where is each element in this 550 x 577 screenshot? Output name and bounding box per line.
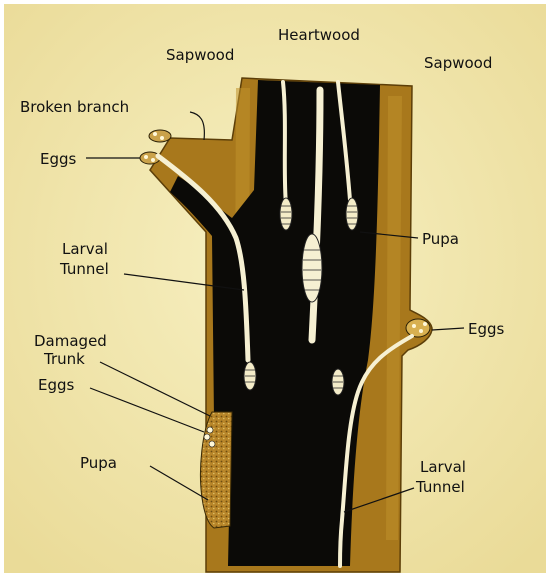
label-pupa-right: Pupa [422, 230, 459, 248]
label-broken-branch: Broken branch [20, 98, 129, 116]
label-pupa-left: Pupa [80, 454, 117, 472]
label-larval-tunnel-right-2: Tunnel [415, 478, 465, 496]
stub-eggs [406, 319, 430, 337]
pupa [244, 362, 256, 390]
label-eggs-right: Eggs [468, 320, 505, 338]
larva [302, 234, 322, 302]
label-larval-tunnel-left-1: Larval [62, 240, 108, 258]
label-larval-tunnel-left-2: Tunnel [59, 260, 109, 278]
label-sapwood-right: Sapwood [424, 54, 492, 72]
label-heartwood: Heartwood [278, 26, 360, 44]
label-larval-tunnel-right-1: Larval [420, 458, 466, 476]
pupa [346, 198, 358, 230]
label-sapwood-left: Sapwood [166, 46, 234, 64]
pupa [332, 369, 344, 395]
label-eggs-left: Eggs [38, 376, 75, 394]
label-damaged-trunk-2: Trunk [43, 350, 85, 368]
pupa [280, 198, 292, 230]
label-eggs-branch: Eggs [40, 150, 77, 168]
label-damaged-trunk-1: Damaged [34, 332, 107, 350]
damaged-trunk-patch [200, 412, 232, 528]
trunk-tunnel-1 [283, 82, 286, 205]
